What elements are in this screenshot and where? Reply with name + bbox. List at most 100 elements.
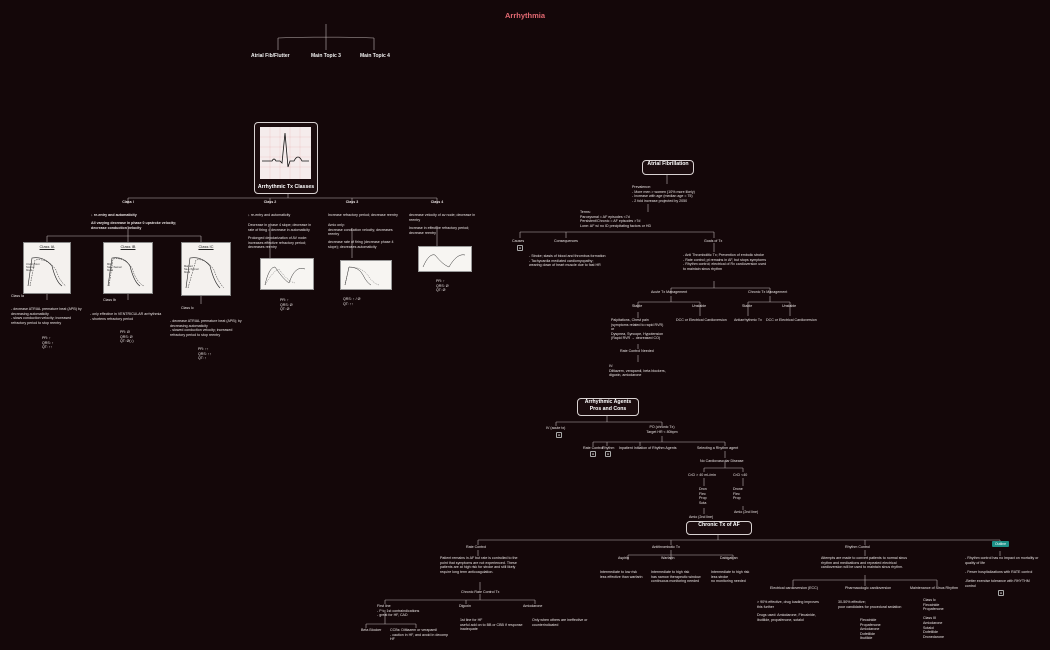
acute-tx: Acute Tx Management (651, 290, 688, 294)
afib-consequences: Consequences (554, 239, 578, 243)
class-2-desc3: Prolonged depolarization of AV node: inc… (248, 236, 308, 250)
dabigatran: Dabigatran (720, 556, 738, 560)
pharmacologic-cardioversion: Pharmacologic cardioversion (845, 586, 892, 590)
amiodarone: Amiodarone (523, 604, 543, 608)
rate-control-text: Patient remains in AF but rate is contro… (440, 556, 518, 574)
class-ib-card: Class IB Mild Na+ channel block (103, 242, 153, 294)
attachment-icon[interactable]: ⊞ (590, 451, 596, 457)
class-2-diagram (260, 258, 314, 290)
class-1-desc1: ↓ re-entry and automaticity (91, 213, 137, 217)
rhythm-control-text: Attempts are made to convert patients to… (821, 556, 908, 570)
chronic-tx-box[interactable]: Chronic Tx of AF (686, 521, 752, 535)
class-ic-card: Class IC Marked Na+ channel block (181, 242, 231, 296)
aspirin-text: Intermediate to low risk less effective … (600, 570, 643, 579)
class-ic-name: Class Ic (181, 306, 194, 310)
antiarrhythmic-tx: Antiarrhythmic Tx (734, 318, 762, 322)
class-ic-drawing-label: Marked Na+ channel block (184, 265, 199, 274)
agents-po: PO (chronic Tx) Target HR < 80bpm (646, 425, 678, 434)
class-3-values: QRS: ↑ / Ø QT: ↑↑ (343, 297, 361, 306)
class-ib-drawing-label: Mild Na+ channel block (107, 263, 122, 272)
acute-unstable: Unstable (692, 304, 707, 308)
first-line: First line - P to 1st contraindications … (377, 604, 420, 618)
class-2-desc1: ↓ re-entry and automaticity (248, 213, 291, 217)
class-ic-text: - decrease ATRIAL premature beat (APB); … (170, 319, 242, 337)
arrhythmic-agents-box[interactable]: Arrhythmic Agents Pros and Cons (577, 398, 639, 416)
class-ic-action-potential (185, 257, 225, 289)
class-4-diagram (418, 246, 472, 272)
warfarin: Warfarin (661, 556, 675, 560)
afib-causes: Causes (512, 239, 525, 243)
class-ia-card-label: Class IA (39, 244, 55, 249)
class-4-header: Class 4 (430, 200, 444, 204)
afib-prevalence: Prevalence: - More men > women (10% more… (632, 185, 695, 203)
po-inpatient-initiation: Inpatient Initiation of Rhythm Agents (619, 446, 677, 450)
class-3-diagram (340, 260, 392, 290)
afib-goals: Goals of Tx (704, 239, 723, 243)
topic-main-3[interactable]: Main Topic 3 (311, 53, 341, 59)
class-3-header: Class 3 (345, 200, 359, 204)
ecg-image (260, 127, 311, 179)
afib-terms: Terms: Paroxysmal = AF episodes <7d Pers… (580, 210, 652, 228)
warfarin-text: Intermediate to high risk has narrow the… (651, 570, 701, 584)
class-ia-name: Class Ia (11, 294, 24, 298)
atrial-fib-box[interactable]: Atrial Fibrillation (642, 160, 694, 175)
ecc-drugs: Drugs used: Amiodarone, Flecainide, ibut… (757, 613, 816, 622)
class-3-desc3: decrease rate of firing (decrease phase … (328, 240, 394, 249)
chronic-antithrombotic: Antithrombotic Tx (652, 545, 680, 549)
crcl-under-40: CrCl <40 (733, 473, 748, 477)
topic-main-4[interactable]: Main Topic 4 (360, 53, 390, 59)
iv-drugs: IV: Diltiazem, verapamil, beta blockers,… (609, 364, 666, 378)
ccbs: CCBs: Diltiazem or verapamil - caution i… (390, 628, 449, 642)
attachment-icon[interactable]: ⊞ (605, 451, 611, 457)
chronic-rhythm-control: Rhythm Control (845, 545, 870, 549)
class-2-values: PR: ↑ QRS: Ø QT: Ø (280, 298, 293, 312)
class-4-values: PR: ↑ QRS: Ø QT: Ø (436, 279, 449, 293)
pharm-drugs: Flecainide Propafenone Amiodarone Dofeti… (860, 618, 881, 641)
digoxin-text: 1st line for HF useful add on to BB or C… (460, 618, 523, 632)
class-2-curve (264, 266, 306, 286)
chronic-unstable: Unstable (782, 304, 797, 308)
acute-stable: Stable (632, 304, 643, 308)
class-1-header: Class I (122, 200, 134, 204)
rate-control-needed: Rate Control Needed (620, 349, 654, 353)
class-ib-text: - only effective in VENTRICULAR arrhythm… (90, 312, 162, 321)
beta-blocker: Beta Blocker (361, 628, 382, 632)
attachment-icon[interactable]: ⊞ (517, 245, 523, 251)
drug-list-2: Drone Flec Prop (733, 487, 743, 501)
class-4-desc1: decrease velocity of av node; decrease i… (409, 213, 476, 222)
topic-atrial-fib[interactable]: Atrial Fib/Flutter (251, 53, 290, 59)
outline-badge[interactable]: Outline (992, 541, 1009, 547)
class-4-curve (422, 254, 466, 268)
aspirin: Aspirin (618, 556, 629, 560)
electrical-cardioversion: Electrical cardioversion (ECC) (770, 586, 818, 590)
chronic-rate-control-tx: Chronic Rate Control Tx (461, 590, 500, 594)
class-ia-text: - decrease ATRIAL premature beat (APB) b… (11, 307, 82, 325)
po-rate-control: Rate Control (583, 446, 604, 450)
po-selecting-rhythm: Selecting a Rhythm agent (697, 446, 739, 450)
crcl-over-40: CrCl > 40 mL/min (688, 473, 717, 477)
class-1-desc2: All varying decrease in phase 0 upstroke… (91, 221, 177, 230)
class-3-desc1: Increase refractory period; decrease ree… (328, 213, 398, 217)
po-rhythm: Rhythm (602, 446, 615, 450)
class-ib-action-potential (107, 257, 145, 287)
chronic-tx: Chronic Tx Management (748, 290, 788, 294)
class-ic-card-label: Class IC (198, 244, 214, 249)
arrhythmic-classes-box[interactable]: Arrhythmic Tx Classes (254, 122, 318, 194)
class-ic-values: PR: ↑↑ QRS: ↑↑ QT: ↑ (198, 347, 212, 361)
attachment-icon[interactable]: ⊞ (556, 432, 562, 438)
class-ib-name: Class Ib (103, 298, 116, 302)
class-3-curve (344, 266, 380, 286)
outline-text: - Rhythm control has no impact on mortal… (965, 556, 1039, 588)
pharm-text: 30-50% effective; poor candidates for pr… (838, 600, 902, 609)
ecc-text: > 90% effective, drug loading improves t… (757, 600, 819, 609)
amio-line-1: Amio (2nd line) (689, 515, 714, 519)
page-title: Arrhythmia (504, 11, 545, 20)
dabigatran-text: Intermediate to high risk less stroke no… (711, 570, 750, 584)
dcc-electrical-2: DCC or Electrical Cardioversion (766, 318, 817, 322)
class-4-desc2: Increase in effective refractory period;… (409, 226, 470, 235)
drug-list-1: Dron Flec Prop Sota (699, 487, 707, 505)
attachment-icon[interactable]: ⊞ (998, 590, 1004, 596)
classes-box-title: Arrhythmic Tx Classes (257, 183, 315, 190)
digoxin: Digoxin (459, 604, 471, 608)
